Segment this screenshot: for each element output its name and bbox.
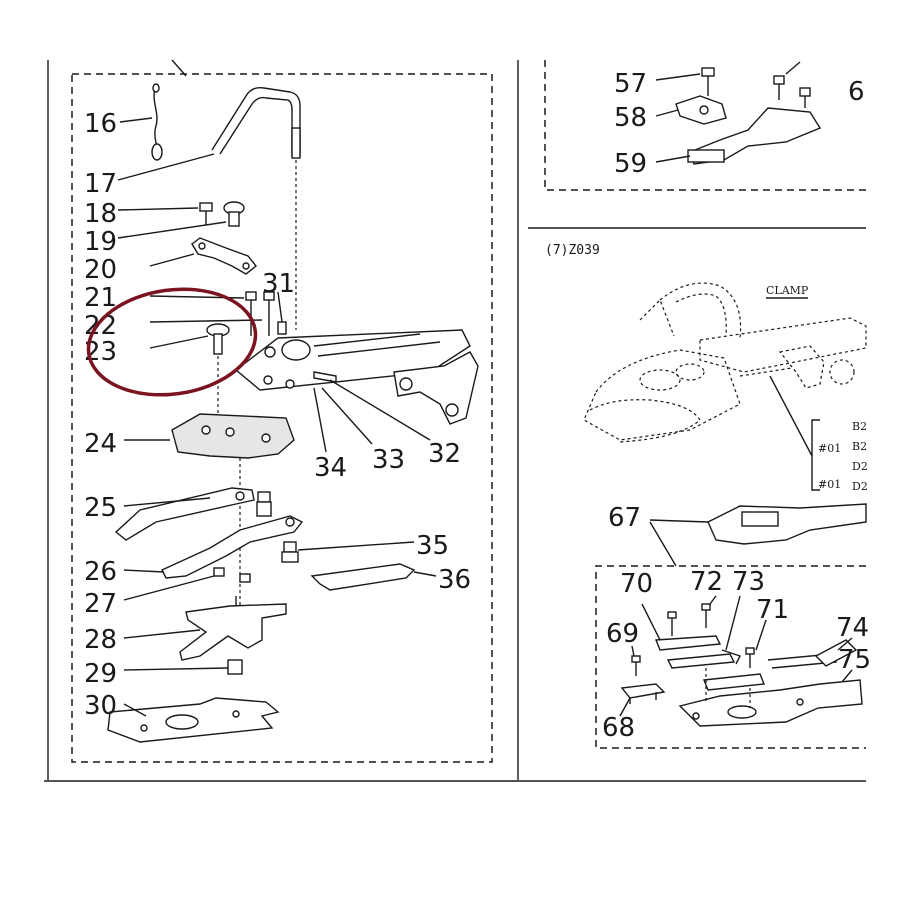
callout-69: 69 [606, 619, 639, 649]
bottom-right-leaders [619, 595, 853, 717]
part-75-base [678, 668, 863, 727]
callout-33: 33 [372, 445, 405, 475]
clamp-label: CLAMP [766, 284, 809, 297]
part-68-69-clip [620, 655, 666, 704]
clamp-assembly-sketch [583, 282, 867, 443]
part-24-plate [171, 413, 295, 610]
callout-27: 27 [84, 589, 117, 619]
callout-16: 16 [84, 109, 117, 139]
bracket-legend: #01 #01 B2 B2 D2 D2 [769, 375, 868, 493]
part-58-clamp [675, 95, 727, 125]
clamp-body-assembly [234, 329, 479, 425]
callout-59: 59 [614, 149, 647, 179]
part-18-screw [199, 202, 213, 225]
callout-32: 32 [428, 439, 461, 469]
callout-20: 20 [84, 255, 117, 285]
part-57-screw [701, 67, 715, 96]
part-19-thumb-screw [223, 201, 245, 227]
callout-67: 67 [608, 503, 641, 533]
top-right-leaders [655, 73, 701, 163]
part-70-strip [654, 611, 736, 669]
callout-71: 71 [756, 595, 789, 625]
callout-68: 68 [602, 713, 635, 743]
part-17-lifting-rod [211, 86, 301, 330]
callout-29: 29 [84, 659, 117, 689]
callout-75: 75 [838, 645, 871, 675]
callout-25: 25 [84, 493, 117, 523]
part-20-bracket [191, 237, 257, 275]
part-59-plate [687, 107, 822, 165]
bracket-label-2: #01 [818, 478, 841, 491]
callout-36: 36 [438, 565, 471, 595]
part-67-clamp-plate [649, 503, 867, 567]
side-code-4: D2 [852, 480, 868, 493]
side-code-3: D2 [852, 460, 868, 473]
side-code-2: B2 [852, 440, 867, 453]
callout-17: 17 [84, 169, 117, 199]
part-28-clamp-foot [179, 596, 287, 661]
callout-72: 72 [690, 567, 723, 597]
callout-57: 57 [614, 69, 647, 99]
part-71-rail [703, 647, 765, 691]
callout-74: 74 [836, 613, 869, 643]
part-16-spring-pin [151, 83, 163, 161]
section-code: (7)Z039 [545, 243, 600, 258]
left-callout-labels: 16 17 18 19 20 21 22 23 24 25 26 27 28 2… [84, 109, 471, 721]
highlight-circle [86, 287, 258, 397]
callout-35: 35 [416, 531, 449, 561]
callout-30: 30 [84, 691, 117, 721]
part-35-stud [281, 541, 299, 563]
callout-58: 58 [614, 103, 647, 133]
callout-24: 24 [84, 429, 117, 459]
bottom-right-callout-labels: 67 68 69 70 72 73 71 74 75 [602, 503, 871, 743]
side-code-1: B2 [852, 420, 867, 433]
top-right-callout-labels: 57 58 59 6 [614, 69, 865, 179]
bracket-label-1: #01 [818, 442, 841, 455]
left-leaders [117, 117, 437, 717]
part-25-lever [114, 487, 272, 541]
part-29-nut [227, 659, 243, 675]
left-group-box [71, 73, 493, 763]
top-right-screws [773, 61, 811, 108]
part-26-lever [161, 515, 304, 579]
bottom-right-group-box [595, 565, 866, 749]
part-36-spring [310, 563, 416, 591]
callout-21: 21 [84, 283, 117, 313]
callout-18: 18 [84, 199, 117, 229]
callout-31: 31 [262, 269, 295, 299]
callout-73: 73 [732, 567, 765, 597]
part-30-base-plate [107, 697, 280, 743]
part-27-screws [213, 567, 251, 583]
callout-28: 28 [84, 625, 117, 655]
part-74-guide [767, 639, 858, 669]
callout-34: 34 [314, 453, 347, 483]
callout-6-partial: 6 [848, 77, 865, 107]
part-23-screw [206, 323, 230, 440]
callout-19: 19 [84, 227, 117, 257]
callout-70: 70 [620, 569, 653, 599]
callout-26: 26 [84, 557, 117, 587]
part-31-fitting [277, 321, 287, 335]
part-72-73-screws [701, 603, 741, 665]
